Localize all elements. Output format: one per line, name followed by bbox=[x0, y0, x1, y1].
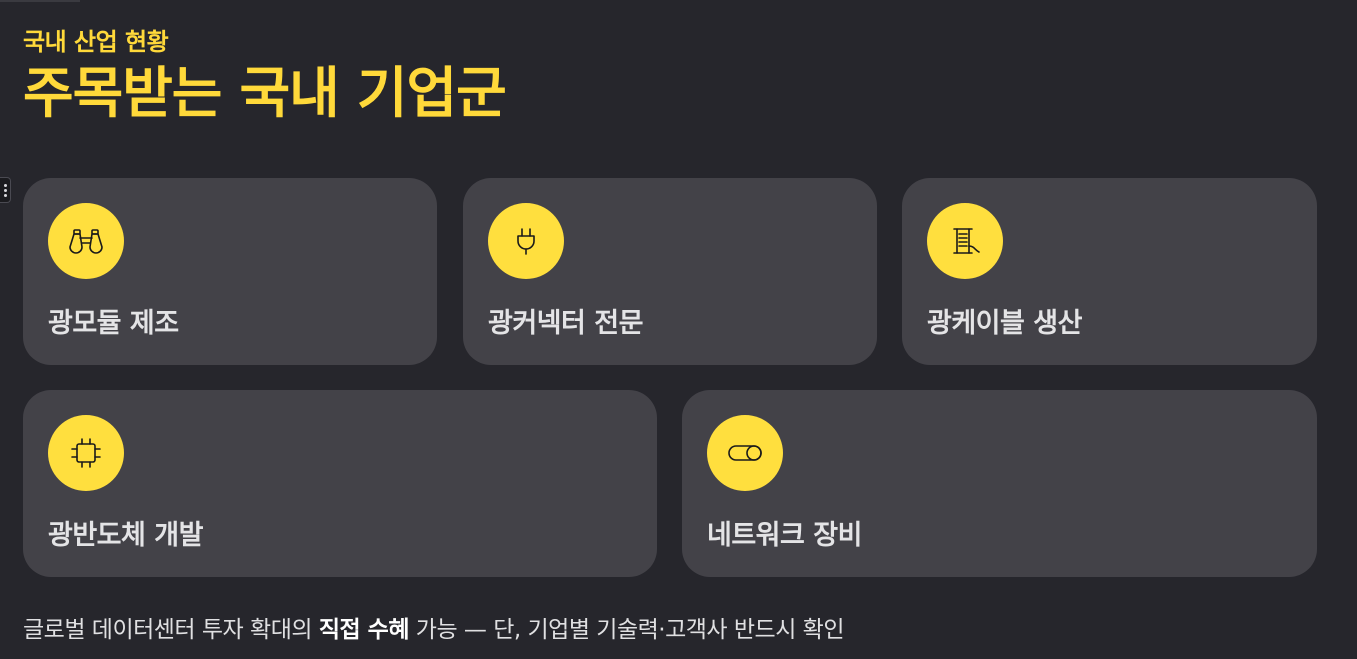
card-label: 광커넥터 전문 bbox=[488, 308, 643, 339]
handle-dot bbox=[3, 183, 7, 187]
page-title: 주목받는 국내 기업군 bbox=[23, 61, 507, 125]
card-optical-module: 광모듈 제조 bbox=[23, 178, 437, 365]
top-edge-strip bbox=[0, 0, 80, 2]
card-label: 광모듈 제조 bbox=[48, 308, 179, 339]
handle-dot bbox=[3, 188, 7, 192]
section-eyebrow: 국내 산업 현황 bbox=[23, 28, 169, 56]
chip-icon bbox=[48, 415, 124, 491]
footnote-prefix: 글로벌 데이터센터 투자 확대의 bbox=[23, 617, 319, 643]
card-label: 광케이블 생산 bbox=[927, 308, 1082, 339]
card-label: 광반도체 개발 bbox=[48, 520, 203, 551]
side-menu-handle[interactable] bbox=[0, 177, 11, 203]
spool-icon bbox=[927, 203, 1003, 279]
footnote: 글로벌 데이터센터 투자 확대의 직접 수혜 가능 — 단, 기업별 기술력·고… bbox=[23, 610, 845, 644]
card-optical-semiconductor: 광반도체 개발 bbox=[23, 390, 657, 577]
footnote-emphasis: 직접 수혜 bbox=[318, 617, 410, 643]
card-network-equipment: 네트워크 장비 bbox=[682, 390, 1317, 577]
footnote-suffix: 가능 — 단, 기업별 기술력·고객사 반드시 확인 bbox=[408, 617, 845, 643]
plug-icon bbox=[488, 203, 564, 279]
handle-dot bbox=[3, 193, 7, 197]
toggle-icon bbox=[707, 415, 783, 491]
card-optical-cable: 광케이블 생산 bbox=[902, 178, 1317, 365]
binoculars-icon bbox=[48, 203, 124, 279]
card-label: 네트워크 장비 bbox=[707, 520, 862, 551]
card-optical-connector: 광커넥터 전문 bbox=[463, 178, 877, 365]
